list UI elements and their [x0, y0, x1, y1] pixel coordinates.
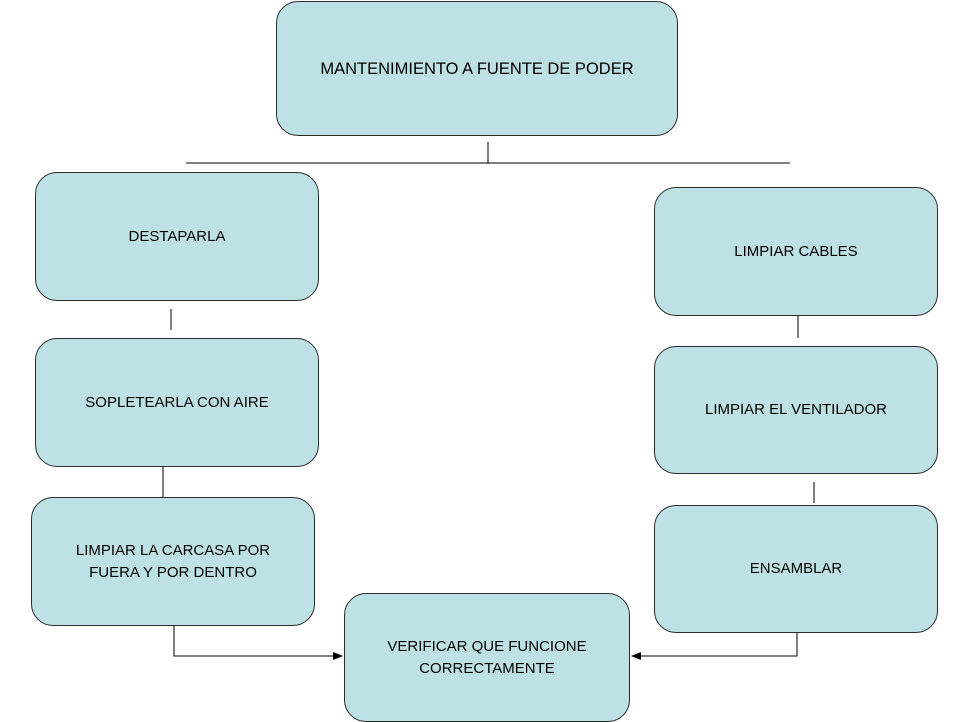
node-ensamblar: ENSAMBLAR	[654, 505, 938, 633]
arrow-ensamblar-to-verificar	[631, 633, 798, 660]
node-limpiar-cables: LIMPIAR CABLES	[654, 187, 938, 316]
arrow-carcasa-to-verificar	[173, 626, 343, 660]
node-limpiar-ventilador: LIMPIAR EL VENTILADOR	[654, 346, 938, 474]
node-mantenimiento-fuente-de-poder: MANTENIMIENTO A FUENTE DE PODER	[276, 1, 678, 136]
node-sopletearla-con-aire: SOPLETEARLA CON AIRE	[35, 338, 319, 467]
node-verificar-funcionamiento: VERIFICAR QUE FUNCIONE CORRECTAMENTE	[344, 593, 630, 722]
node-limpiar-carcasa: LIMPIAR LA CARCASA POR FUERA Y POR DENTR…	[31, 497, 315, 626]
node-destaparla: DESTAPARLA	[35, 172, 319, 301]
